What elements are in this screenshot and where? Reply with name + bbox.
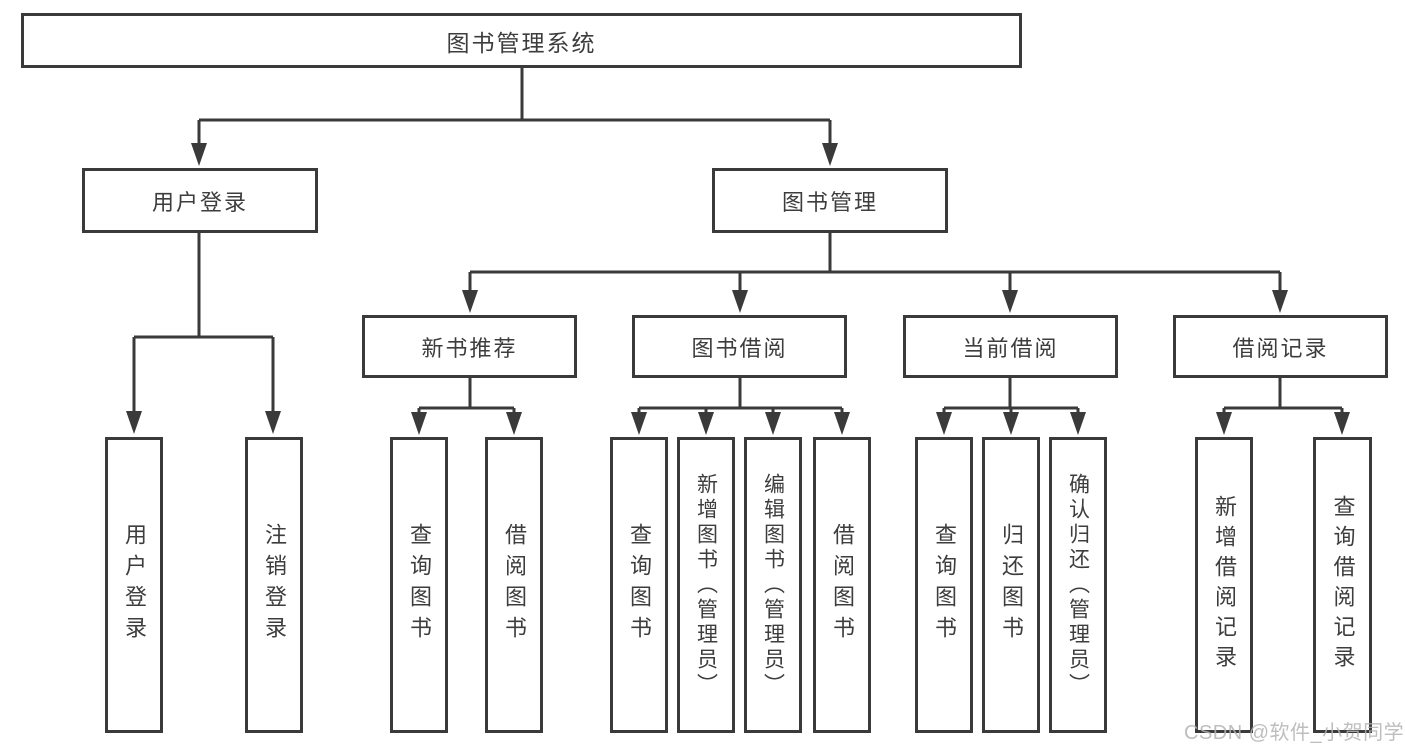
node-borrowing-records-label: 借阅记录 [1232, 335, 1329, 361]
leaf-logout: 注销登录 [245, 437, 303, 733]
node-current-borrowing-label: 当前借阅 [962, 335, 1059, 361]
leaf-add-books-admin-label: 新增图书（管理员） [694, 472, 718, 698]
arrowheads [126, 143, 1350, 435]
leaf-return-books-label: 归还图书 [999, 523, 1024, 647]
leaf-user-login-label: 用户登录 [122, 523, 147, 647]
leaf-borrow-books-2: 借阅图书 [813, 437, 871, 733]
leaf-query-books-2-label: 查询图书 [627, 523, 652, 647]
leaf-query-borrow-record-label: 查询借阅记录 [1330, 495, 1356, 675]
leaf-confirm-return-admin: 确认归还（管理员） [1049, 437, 1107, 733]
node-user-login: 用户登录 [82, 168, 318, 233]
leaf-query-books-3: 查询图书 [915, 437, 973, 733]
leaf-borrow-books-1-label: 借阅图书 [502, 523, 527, 647]
node-book-borrowing: 图书借阅 [632, 315, 847, 378]
node-new-book-recommend-label: 新书推荐 [421, 335, 518, 361]
leaf-confirm-return-admin-label: 确认归还（管理员） [1066, 472, 1090, 698]
leaf-query-books-3-label: 查询图书 [932, 523, 957, 647]
node-book-management: 图书管理 [712, 168, 948, 233]
leaf-query-borrow-record: 查询借阅记录 [1313, 437, 1372, 733]
csdn-watermark: CSDN @软件_小贺同学 [1184, 722, 1405, 744]
leaf-return-books: 归还图书 [982, 437, 1040, 733]
leaf-borrow-books-2-label: 借阅图书 [830, 523, 855, 647]
leaf-logout-label: 注销登录 [262, 523, 287, 647]
node-book-borrowing-label: 图书借阅 [691, 335, 788, 361]
node-new-book-recommend: 新书推荐 [362, 315, 577, 378]
leaf-borrow-books-1: 借阅图书 [485, 437, 543, 733]
leaf-query-books-1: 查询图书 [390, 437, 448, 733]
leaf-edit-books-admin-label: 编辑图书（管理员） [761, 472, 785, 698]
leaf-add-borrow-record-label: 新增借阅记录 [1212, 495, 1237, 675]
node-root-label: 图书管理系统 [446, 29, 597, 56]
leaf-add-borrow-record: 新增借阅记录 [1195, 437, 1253, 733]
leaf-add-books-admin: 新增图书（管理员） [677, 437, 735, 733]
node-current-borrowing: 当前借阅 [903, 315, 1118, 378]
node-borrowing-records: 借阅记录 [1173, 315, 1388, 378]
node-user-login-label: 用户登录 [151, 189, 248, 215]
leaf-user-login: 用户登录 [105, 437, 163, 733]
leaf-query-books-2: 查询图书 [610, 437, 668, 733]
leaf-query-books-1-label: 查询图书 [407, 523, 432, 647]
node-book-management-label: 图书管理 [781, 189, 878, 215]
leaf-edit-books-admin: 编辑图书（管理员） [744, 437, 802, 733]
node-root: 图书管理系统 [21, 13, 1022, 68]
